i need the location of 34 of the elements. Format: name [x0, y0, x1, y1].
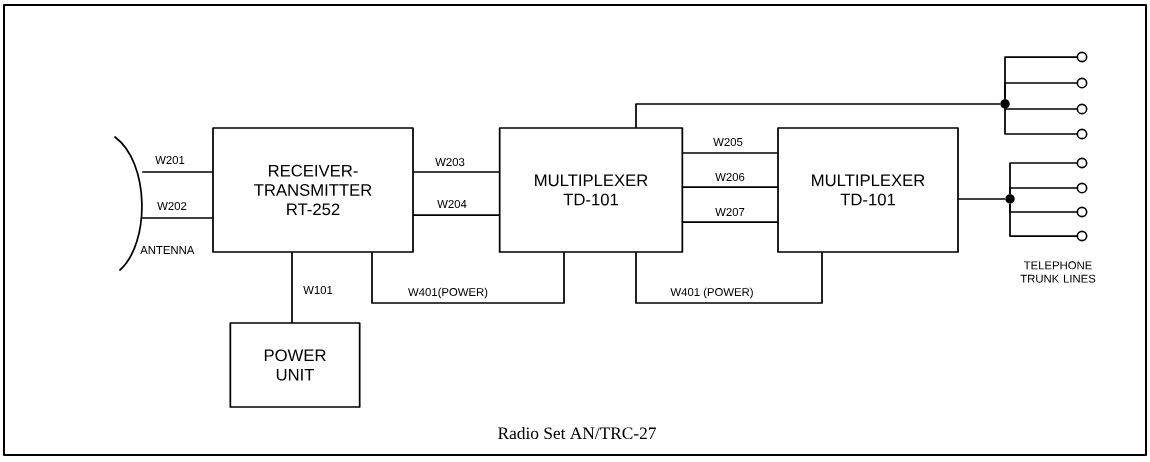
- edge-label: W401 (POWER): [669, 286, 755, 300]
- connector-line: [682, 221, 778, 223]
- connector-line: [1004, 82, 1078, 100]
- connector-line: [1009, 187, 1078, 195]
- edge-label: W401(POWER): [406, 286, 490, 300]
- edge-label: W201: [153, 154, 187, 166]
- connector-line: [291, 252, 293, 323]
- edge-label: W206: [713, 171, 747, 183]
- connector-line: [958, 198, 1006, 200]
- note-label: TELEPHONE TRUNK LINES: [1020, 261, 1096, 283]
- connector-line: [413, 214, 500, 216]
- edge-label: W204: [435, 198, 469, 210]
- connector-line: [1009, 203, 1078, 237]
- edge-label: W101: [301, 284, 335, 296]
- caption: Radio Set AN/TRC-27: [498, 426, 656, 440]
- antenna-label: ANTENNA: [140, 246, 195, 254]
- edge-label: W205: [711, 136, 745, 148]
- connector-line: [682, 186, 778, 188]
- connector-line: [1004, 108, 1078, 135]
- block-box: MULTIPLEXER TD-101: [498, 127, 684, 253]
- edge-label: W207: [713, 206, 747, 218]
- connector-line: [142, 217, 213, 219]
- connector-line: [635, 103, 1001, 128]
- block-box: RECEIVER- TRANSMITTER RT-252: [212, 127, 414, 253]
- connector-line: [413, 171, 500, 173]
- block-box: POWER UNIT: [229, 322, 361, 408]
- connector-line: [371, 252, 565, 304]
- connector-line: [635, 252, 823, 304]
- edge-label: W202: [155, 200, 189, 212]
- connector-line: [1004, 108, 1078, 111]
- edge-label: W203: [433, 156, 467, 168]
- connector-line: [682, 152, 778, 154]
- connector-line: [142, 171, 213, 173]
- block-box: MULTIPLEXER TD-101: [777, 127, 959, 253]
